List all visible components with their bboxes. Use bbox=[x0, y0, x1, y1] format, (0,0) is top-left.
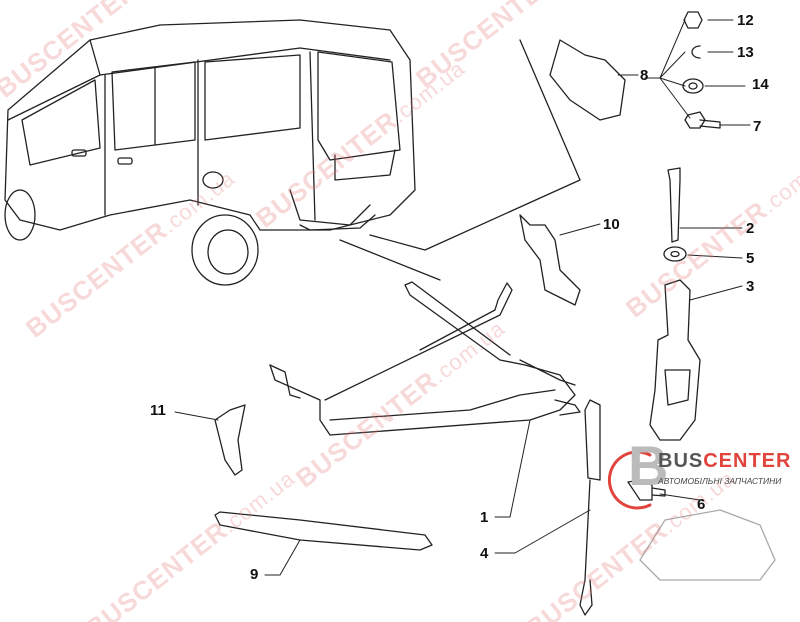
spare-wheel-bracket bbox=[269, 281, 581, 436]
callout-9: 9 bbox=[250, 566, 259, 583]
callout-11: 11 bbox=[150, 402, 166, 419]
callout-2: 2 bbox=[746, 220, 755, 237]
part-3-jack bbox=[649, 279, 701, 441]
leader-lines bbox=[174, 19, 751, 576]
callout-10: 10 bbox=[603, 216, 620, 233]
buscenter-logo: B BUSCENTER АВТОМОБІЛЬНІ ЗАПЧАСТИНИ bbox=[628, 438, 798, 498]
logo-name: BUSCENTER bbox=[658, 450, 792, 472]
callout-3: 3 bbox=[746, 278, 755, 295]
part-8-bracket bbox=[549, 39, 626, 121]
part-5-washer bbox=[663, 246, 687, 262]
callout-14: 14 bbox=[752, 76, 769, 93]
part-2-bolt bbox=[667, 167, 681, 243]
logo-tagline: АВТОМОБІЛЬНІ ЗАПЧАСТИНИ bbox=[658, 476, 782, 486]
callout-13: 13 bbox=[737, 44, 754, 61]
callout-1: 1 bbox=[480, 509, 489, 526]
part-4-strap bbox=[579, 399, 601, 616]
callout-12: 12 bbox=[737, 12, 754, 29]
callout-4: 4 bbox=[480, 545, 489, 562]
part-10-bracket bbox=[519, 214, 581, 306]
van-illustration bbox=[4, 19, 581, 286]
callout-8: 8 bbox=[640, 67, 649, 84]
part-9-pad bbox=[214, 511, 433, 551]
logo-letter: B bbox=[628, 434, 669, 497]
logo-van-icon bbox=[639, 509, 776, 581]
callout-7: 7 bbox=[753, 118, 762, 135]
part-11-bracket bbox=[214, 404, 246, 476]
callout-5: 5 bbox=[746, 250, 755, 267]
callout-6: 6 bbox=[697, 496, 706, 513]
fasteners bbox=[682, 11, 721, 129]
part-6-screw bbox=[627, 479, 666, 501]
